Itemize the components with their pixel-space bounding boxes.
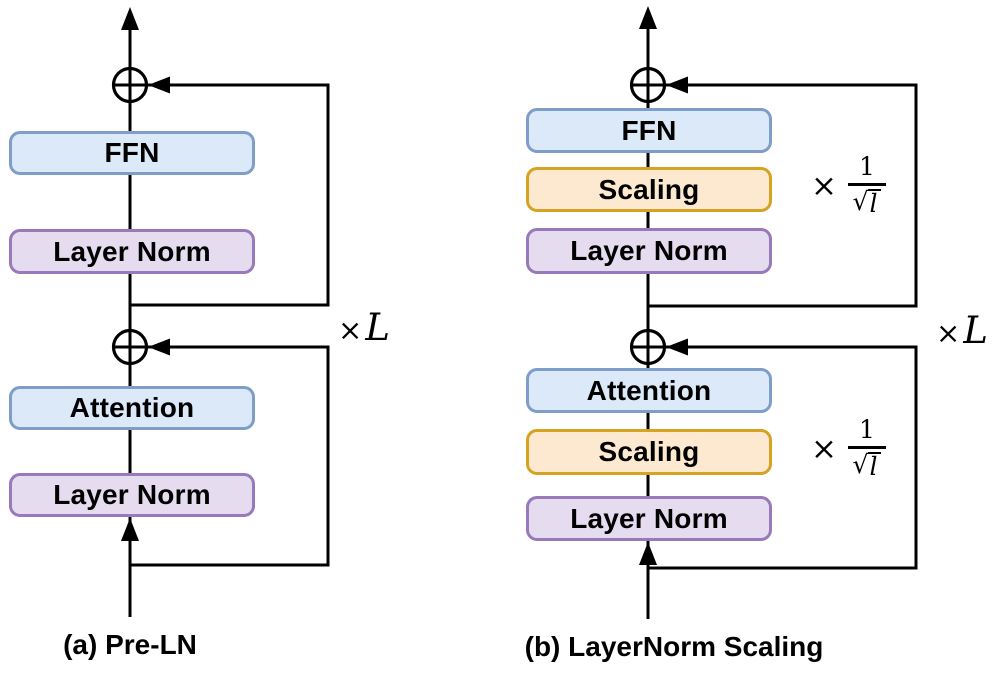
skip-connection-line	[114, 345, 330, 567]
scale-factor-label: × 1 √ l	[811, 152, 886, 217]
radicand-variable: l	[868, 189, 882, 217]
arrow-up-icon	[639, 6, 657, 29]
radical-sign: √	[852, 450, 869, 480]
arrow-up-icon	[121, 7, 139, 30]
times-sign: ×	[811, 167, 837, 204]
fraction-bar	[847, 446, 886, 450]
times-sign: ×	[338, 313, 363, 347]
layer-norm-block: Layer Norm	[526, 228, 772, 274]
scale-factor-label: × 1 √ l	[811, 415, 886, 480]
fraction-numerator: 1	[859, 415, 875, 445]
ffn-block: FFN	[9, 131, 255, 175]
arrow-up-icon	[121, 518, 139, 541]
scaling-block: Scaling	[526, 167, 772, 212]
loop-count-label: × L	[936, 312, 988, 349]
fraction-denominator: √ l	[853, 449, 882, 480]
fraction-denominator: √ l	[853, 186, 882, 217]
times-sign: ×	[811, 430, 837, 467]
fraction: 1 √ l	[847, 152, 886, 217]
fraction-numerator: 1	[859, 152, 875, 182]
arrow-left-icon	[666, 76, 688, 94]
layer-norm-block: Layer Norm	[9, 473, 255, 517]
ffn-block: FFN	[526, 108, 772, 153]
panel-caption: (a) Pre-LN	[63, 629, 197, 660]
attention-block: Attention	[9, 386, 255, 430]
arrow-left-icon	[666, 338, 688, 356]
layer-norm-block: Layer Norm	[526, 496, 772, 541]
skip-connection-line	[632, 345, 918, 570]
attention-block: Attention	[526, 368, 772, 413]
arrow-left-icon	[148, 76, 170, 94]
layer-count-variable: L	[963, 309, 988, 352]
loop-count-label: × L	[338, 309, 390, 346]
skip-connection-line	[632, 83, 918, 308]
panel-caption: (b) LayerNorm Scaling	[524, 631, 824, 662]
times-sign: ×	[936, 316, 961, 350]
arrow-up-icon	[639, 542, 657, 565]
radical-sign: √	[852, 187, 869, 217]
scaling-block: Scaling	[526, 429, 772, 475]
arrow-left-icon	[148, 338, 170, 356]
fraction: 1 √ l	[847, 415, 886, 480]
layer-count-variable: L	[365, 306, 390, 349]
layer-norm-block: Layer Norm	[9, 229, 255, 274]
fraction-bar	[847, 183, 886, 187]
skip-connection-line	[114, 83, 330, 307]
radicand-variable: l	[868, 452, 882, 480]
